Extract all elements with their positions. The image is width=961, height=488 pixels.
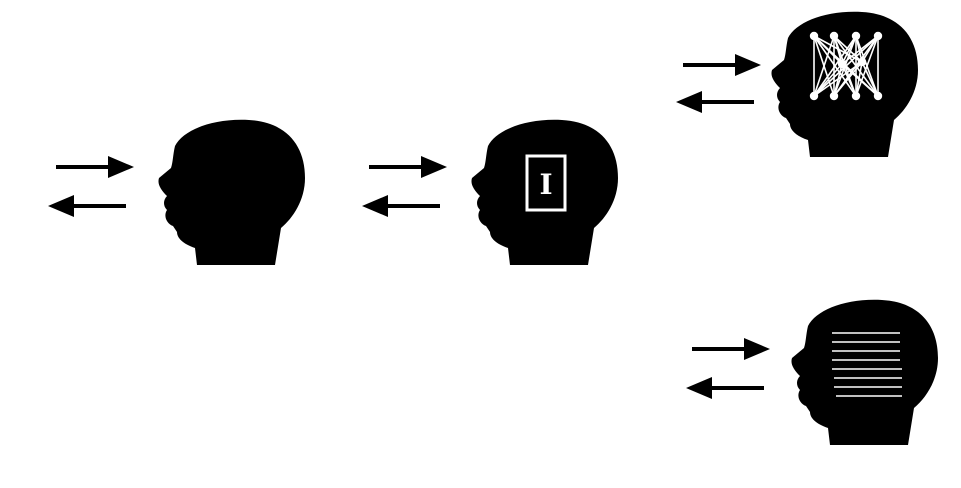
- box-frame: [525, 154, 567, 212]
- network-node: [809, 31, 819, 41]
- network-node: [837, 59, 847, 69]
- network-node: [829, 91, 839, 101]
- head-silhouette-icon: [791, 299, 938, 445]
- arrow-right-icon: [369, 156, 447, 178]
- head-silhouette-icon: I: [471, 119, 618, 265]
- head-silhouette-icon: [771, 11, 918, 158]
- head-group-lines: [686, 299, 938, 445]
- network-node: [829, 31, 839, 41]
- head-silhouette-icon: [158, 119, 305, 265]
- arrow-right-icon: [56, 156, 134, 178]
- head-group-plain: [48, 119, 305, 265]
- neural-network-icon: [809, 31, 883, 101]
- box-label: I: [539, 168, 552, 201]
- network-node: [809, 91, 819, 101]
- head-group-network: [676, 11, 918, 158]
- arrow-left-icon: [686, 377, 764, 399]
- arrow-left-icon: [362, 195, 440, 217]
- arrow-left-icon: [676, 91, 754, 113]
- arrow-right-icon: [692, 338, 770, 360]
- text-lines-icon: [832, 332, 902, 397]
- network-node: [851, 31, 861, 41]
- arrow-right-icon: [683, 54, 761, 76]
- network-node: [873, 91, 883, 101]
- network-node: [873, 31, 883, 41]
- arrow-left-icon: [48, 195, 126, 217]
- network-node: [857, 57, 867, 67]
- network-node: [851, 91, 861, 101]
- head-group-box: I: [362, 119, 618, 265]
